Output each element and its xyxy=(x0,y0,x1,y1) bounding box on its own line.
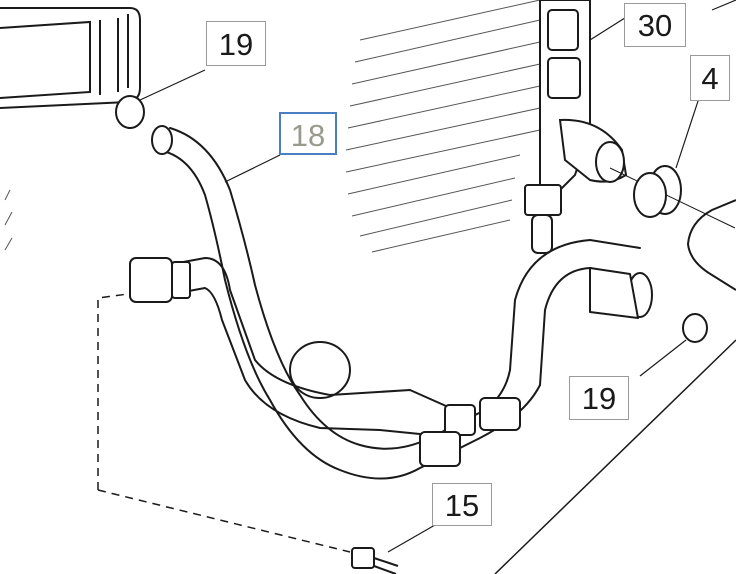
assembly-bracket-outline xyxy=(98,294,736,574)
bolt xyxy=(352,548,398,574)
callout-18[interactable]: 18 xyxy=(279,112,337,155)
hose-clamps xyxy=(116,96,707,342)
radiator-outlet-fitting xyxy=(525,0,626,253)
coolant-reservoir xyxy=(0,8,140,108)
callout-4[interactable]: 4 xyxy=(690,55,730,101)
callout-15[interactable]: 15 xyxy=(432,483,492,526)
heater-hose-assembly xyxy=(140,128,652,479)
radiator-core-hatching xyxy=(5,0,540,252)
callout-19-top[interactable]: 19 xyxy=(206,21,266,66)
leader-lines xyxy=(140,0,736,552)
callout-19-right[interactable]: 19 xyxy=(569,376,629,420)
hose-connectors xyxy=(130,258,520,466)
right-hose-end xyxy=(610,166,736,290)
callout-30[interactable]: 30 xyxy=(624,3,686,47)
